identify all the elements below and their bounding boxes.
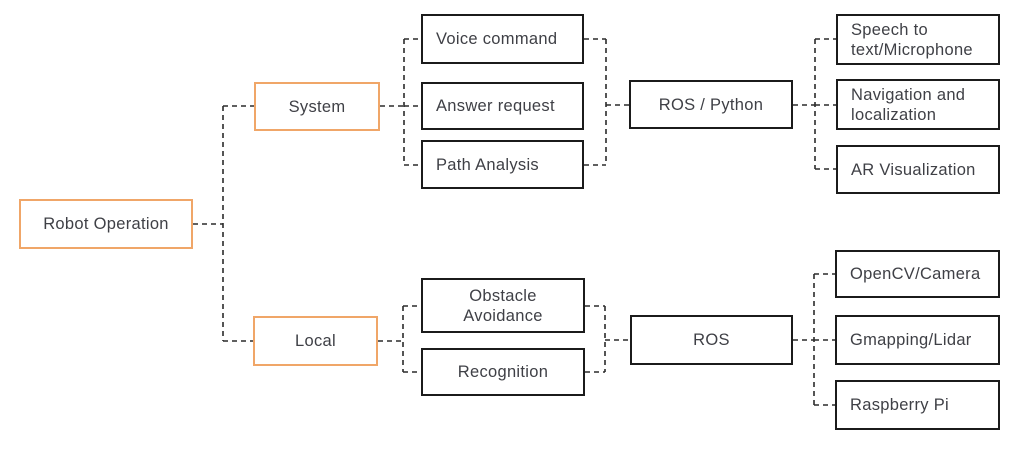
node-ar-visualization: AR Visualization [836, 145, 1000, 194]
node-label: Raspberry Pi [850, 396, 949, 414]
node-recognition: Recognition [421, 348, 585, 396]
node-label-line2: Avoidance [463, 306, 543, 325]
node-raspberry-pi: Raspberry Pi [835, 380, 1000, 430]
node-obstacle-avoidance: Obstacle Avoidance [421, 278, 585, 333]
node-path-analysis: Path Analysis [421, 140, 584, 189]
node-label: ROS [693, 331, 730, 349]
node-label: Voice command [436, 30, 558, 48]
node-label-line1: Navigation and [851, 85, 966, 104]
node-label: System [288, 97, 346, 116]
node-speech-to-text: Speech to text/Microphone [836, 14, 1000, 65]
edge-ros-python-to-modules [793, 38, 836, 170]
node-label: Recognition [457, 363, 549, 381]
edge-system-to-tasks [380, 38, 421, 166]
edge-local-to-tasks [378, 305, 421, 373]
node-label-line1: Obstacle [469, 286, 537, 305]
node-label: AR Visualization [851, 160, 976, 179]
node-system: System [254, 82, 380, 131]
node-answer-request: Answer request [421, 82, 584, 130]
node-ros-python: ROS / Python [629, 80, 793, 129]
node-local: Local [253, 316, 378, 366]
node-label: Path Analysis [436, 155, 539, 174]
node-robot-operation: Robot Operation [19, 199, 193, 249]
node-navigation-localization: Navigation and localization [836, 79, 1000, 130]
node-label-line1: Speech to [851, 20, 929, 39]
node-label: Robot Operation [43, 215, 169, 233]
node-label: Gmapping/Lidar [850, 331, 972, 349]
node-label: Answer request [436, 97, 555, 115]
node-opencv-camera: OpenCV/Camera [835, 250, 1000, 298]
node-label: Local [295, 332, 336, 350]
node-label-line2: localization [851, 105, 937, 124]
node-ros: ROS [630, 315, 793, 365]
node-gmapping-lidar: Gmapping/Lidar [835, 315, 1000, 365]
edge-tasks-to-ros-python [584, 38, 629, 166]
node-label-line2: text/Microphone [851, 40, 973, 59]
node-voice-command: Voice command [421, 14, 584, 64]
edge-root-to-branches [193, 105, 254, 342]
edge-ros-to-modules [793, 273, 835, 406]
edge-tasks-to-ros [585, 305, 630, 373]
node-label: OpenCV/Camera [850, 265, 981, 283]
node-label: ROS / Python [658, 95, 764, 114]
